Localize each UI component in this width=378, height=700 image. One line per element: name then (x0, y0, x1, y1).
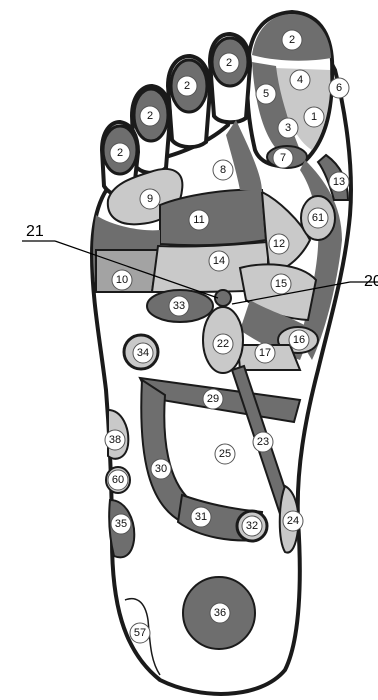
label-29: 29 (203, 389, 223, 409)
svg-text:9: 9 (147, 193, 153, 205)
label-2-toe3: 2 (177, 76, 197, 96)
label-13: 13 (329, 172, 349, 192)
svg-text:34: 34 (137, 347, 149, 359)
svg-text:1: 1 (311, 111, 317, 123)
svg-text:15: 15 (275, 278, 287, 290)
svg-text:2: 2 (184, 80, 190, 92)
svg-text:8: 8 (220, 164, 226, 176)
label-33: 33 (169, 296, 189, 316)
svg-text:12: 12 (273, 238, 285, 250)
svg-text:38: 38 (109, 434, 121, 446)
svg-text:13: 13 (333, 176, 345, 188)
label-35: 35 (111, 514, 131, 534)
svg-text:32: 32 (246, 520, 258, 532)
label-32: 32 (242, 516, 262, 536)
label-60: 60 (108, 470, 128, 490)
label-8: 8 (213, 160, 233, 180)
label-2-bigtoe: 2 (282, 30, 302, 50)
label-2-toe2: 2 (219, 53, 239, 73)
svg-text:4: 4 (297, 74, 303, 86)
svg-text:31: 31 (195, 511, 207, 523)
svg-text:61: 61 (312, 212, 324, 224)
label-5: 5 (256, 84, 276, 104)
svg-text:60: 60 (112, 474, 124, 486)
label-2-toe5: 2 (110, 143, 130, 163)
svg-text:3: 3 (285, 122, 291, 134)
svg-text:30: 30 (155, 463, 167, 475)
svg-text:25: 25 (219, 448, 231, 460)
label-3: 3 (278, 118, 298, 138)
svg-text:17: 17 (259, 347, 271, 359)
label-10: 10 (112, 270, 132, 290)
label-22: 22 (213, 334, 233, 354)
label-1: 1 (304, 107, 324, 127)
label-15: 15 (271, 274, 291, 294)
svg-text:23: 23 (257, 436, 269, 448)
svg-text:5: 5 (263, 88, 269, 100)
label-14: 14 (209, 251, 229, 271)
label-25: 25 (215, 444, 235, 464)
svg-text:57: 57 (134, 627, 146, 639)
svg-text:22: 22 (217, 338, 229, 350)
svg-text:7: 7 (280, 152, 286, 164)
svg-text:10: 10 (116, 274, 128, 286)
callout-20-label: 20 (364, 273, 378, 290)
svg-text:6: 6 (336, 82, 342, 94)
label-16: 16 (289, 330, 309, 350)
svg-text:2: 2 (147, 110, 153, 122)
label-61: 61 (308, 208, 328, 228)
label-7: 7 (273, 148, 293, 168)
label-30: 30 (151, 459, 171, 479)
svg-text:2: 2 (289, 34, 295, 46)
label-11: 11 (189, 210, 209, 230)
label-6: 6 (329, 78, 349, 98)
svg-text:36: 36 (214, 607, 226, 619)
label-23: 23 (253, 432, 273, 452)
label-9: 9 (140, 189, 160, 209)
svg-text:24: 24 (287, 515, 299, 527)
svg-text:11: 11 (193, 214, 204, 226)
svg-text:2: 2 (226, 57, 232, 69)
label-36: 36 (210, 603, 230, 623)
label-38: 38 (105, 430, 125, 450)
label-17: 17 (255, 343, 275, 363)
label-57: 57 (130, 623, 150, 643)
label-31: 31 (191, 507, 211, 527)
label-12: 12 (269, 234, 289, 254)
svg-text:2: 2 (117, 147, 123, 159)
svg-text:35: 35 (115, 518, 127, 530)
svg-text:14: 14 (213, 255, 225, 267)
label-24: 24 (283, 511, 303, 531)
svg-text:16: 16 (293, 334, 305, 346)
label-34: 34 (133, 343, 153, 363)
label-2-toe4: 2 (140, 106, 160, 126)
svg-text:29: 29 (207, 393, 219, 405)
callout-21-label: 21 (26, 223, 44, 240)
svg-text:33: 33 (173, 300, 185, 312)
label-4: 4 (290, 70, 310, 90)
